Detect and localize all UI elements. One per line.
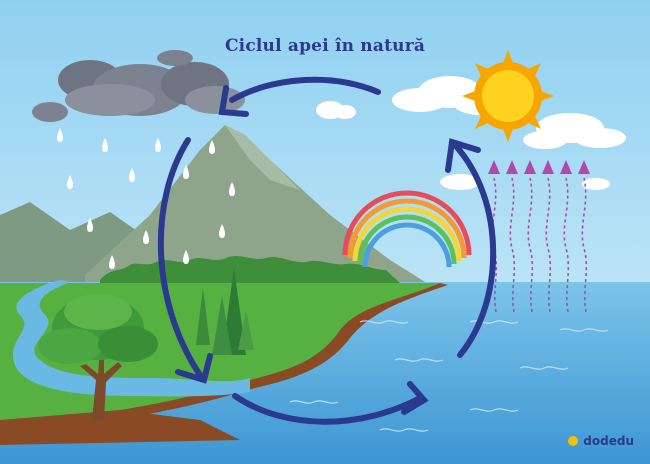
mountain-highlight: [225, 125, 300, 190]
river: [12, 280, 250, 397]
pine-tree-icon: [196, 268, 254, 355]
rainbow-icon: [342, 190, 472, 268]
tree-icon: [38, 294, 158, 420]
rain-cloud-icon: [32, 50, 245, 122]
sun-icon: [462, 50, 554, 142]
small-cloud: [316, 101, 356, 119]
sun-dot-icon: [568, 436, 579, 446]
forest-line: [100, 256, 400, 283]
cycle-arrow-icon: [157, 76, 497, 425]
brand-logo: dodedu: [568, 434, 634, 448]
white-clouds: [392, 76, 626, 190]
rain-drops: [57, 128, 235, 269]
brand-name: dodedu: [583, 434, 634, 448]
evaporation-arrow-icon: [491, 177, 588, 313]
evaporation-arrowheads: [488, 160, 590, 174]
shore-soil: [120, 283, 448, 418]
foreground-soil: [0, 410, 240, 445]
diagram-title: Ciclul apei în natură: [224, 36, 426, 56]
